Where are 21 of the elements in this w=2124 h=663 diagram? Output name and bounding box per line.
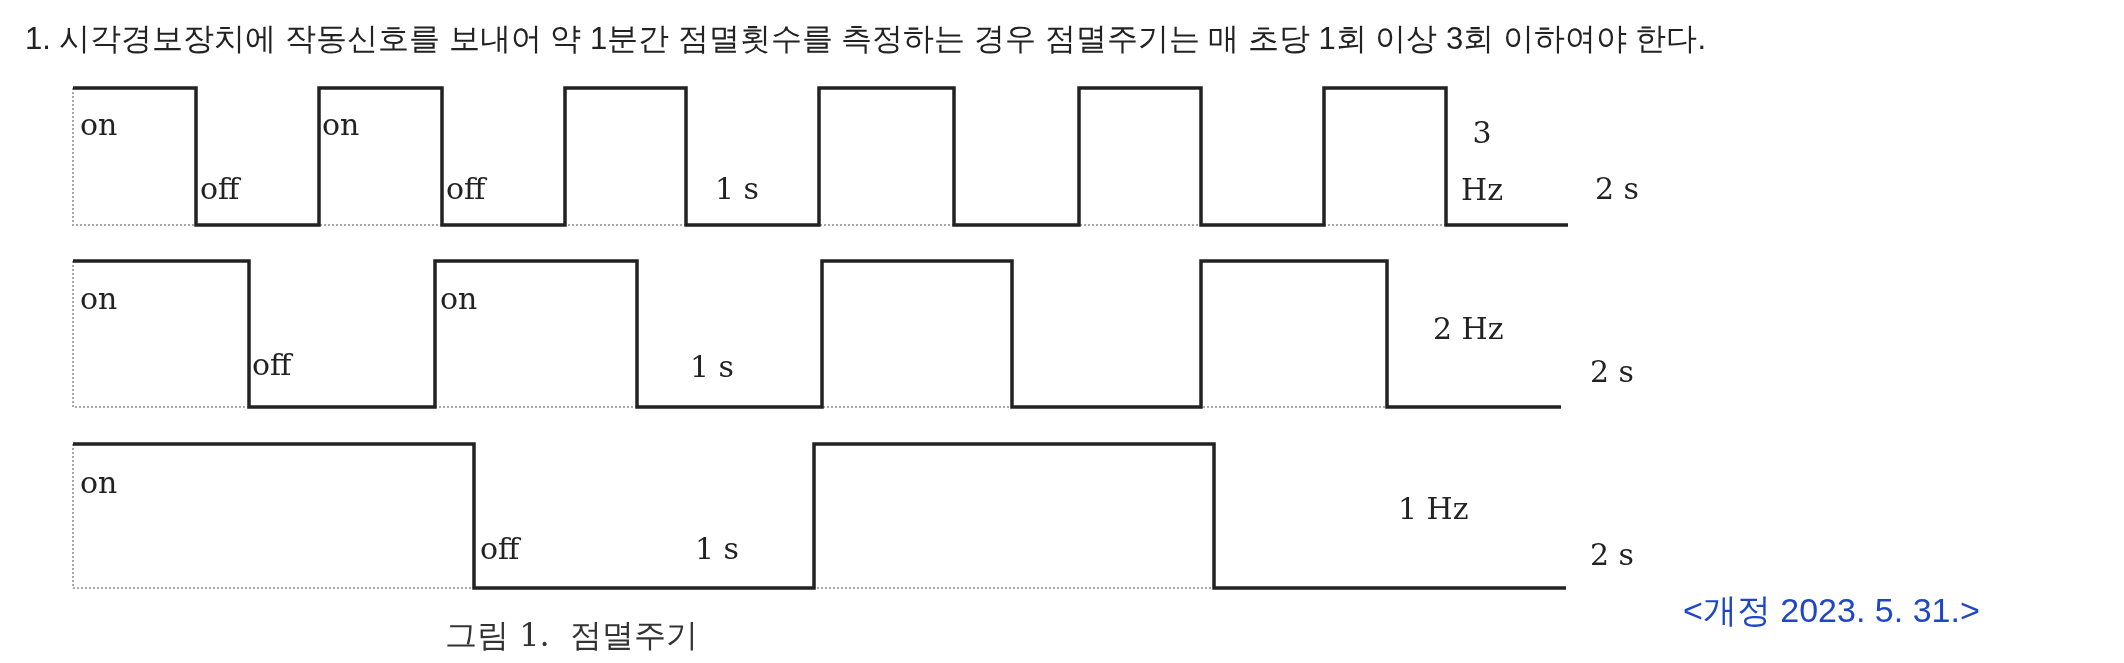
state-label: on (80, 108, 118, 141)
state-label: off (200, 172, 240, 205)
figure-caption: 그림 1. 점멸주기 (445, 618, 699, 654)
state-label: off (252, 348, 292, 381)
state-label: on (80, 466, 118, 499)
state-label: on (322, 108, 360, 141)
state-label: off (480, 532, 520, 565)
time-label: 2 s (1590, 538, 1635, 571)
time-label: 1 s (695, 532, 740, 565)
title: 1. 시각경보장치에 작동신호를 보내어 약 1분간 점멸횟수를 측정하는 경우 점멸주기는 매 초당 1회 이상 3회 이하여야 한다. (25, 22, 1706, 57)
time-label: 2 s (1590, 355, 1635, 388)
revision-note: <개정 2023. 5. 31.> (1683, 592, 1980, 630)
frequency-label: 1 Hz (1398, 492, 1469, 525)
frequency-label: 3 Hz (1460, 114, 1504, 209)
state-label: on (440, 282, 478, 315)
state-label: off (446, 172, 486, 205)
time-label: 2 s (1595, 172, 1640, 205)
time-label: 1 s (715, 172, 760, 205)
time-label: 1 s (690, 350, 735, 383)
state-label: on (80, 282, 118, 315)
frequency-label: 2 Hz (1433, 312, 1504, 345)
